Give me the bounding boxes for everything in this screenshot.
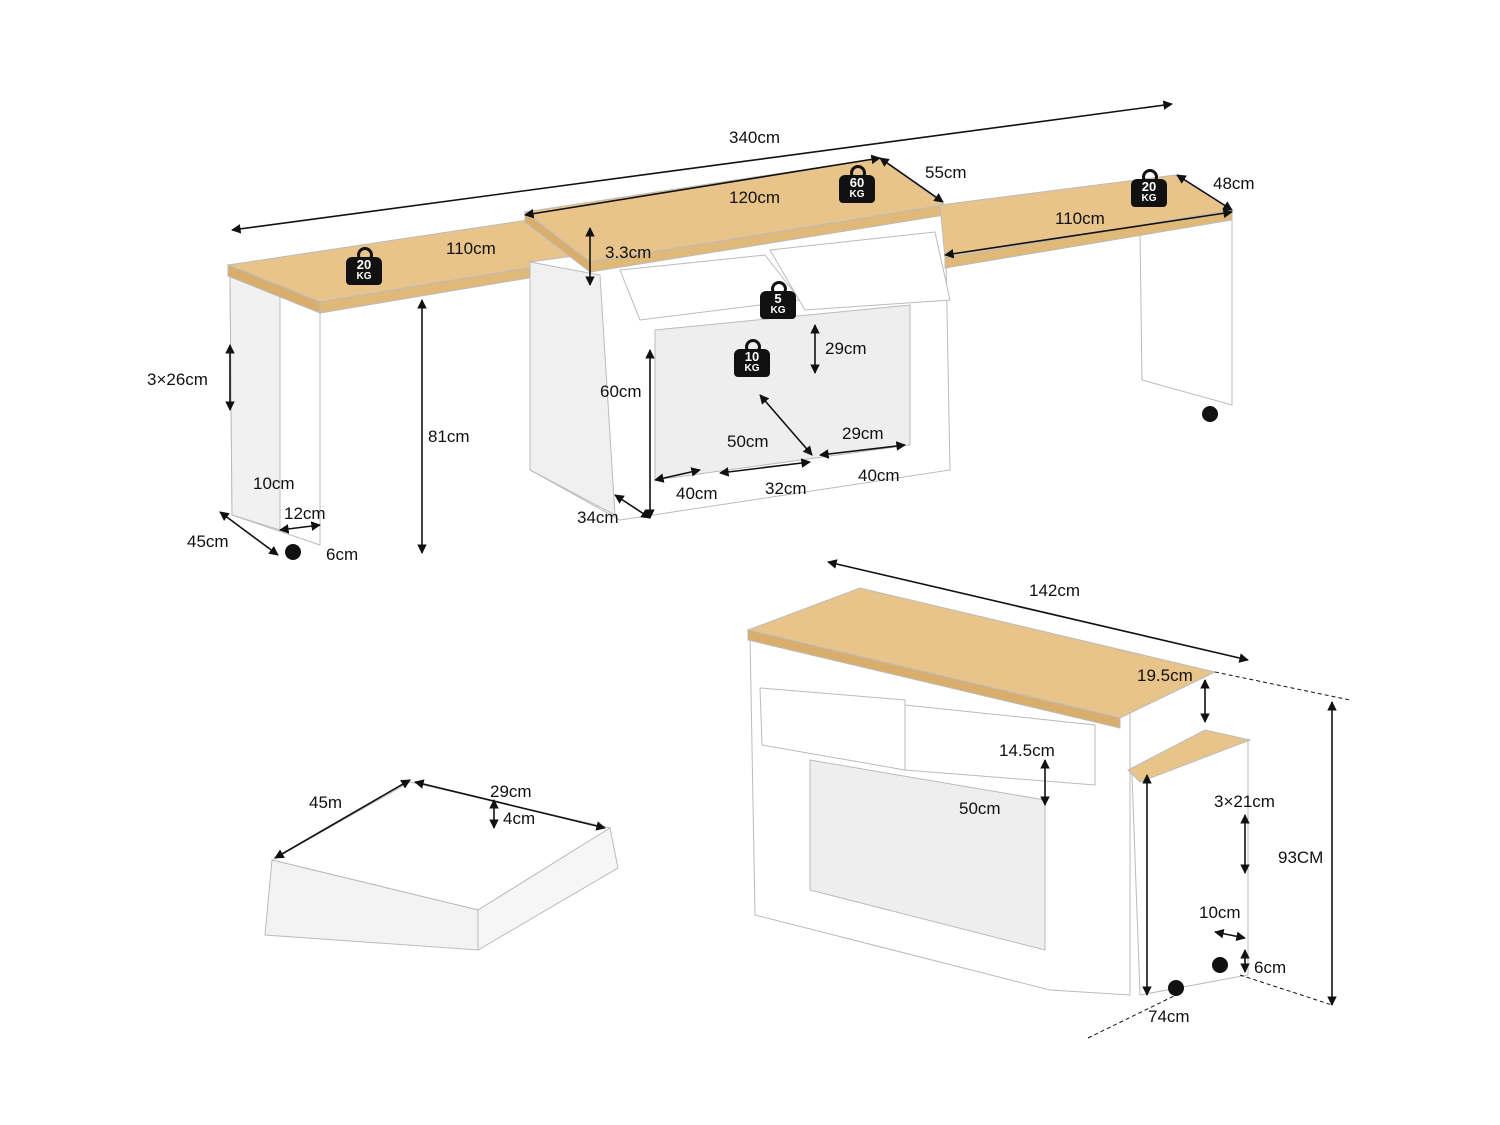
label-table-height: 81cm [428,427,470,446]
label-shelf-depth: 29cm [842,424,884,443]
label-cube-left: 40cm [676,484,718,503]
label-island-top-gap: 19.5cm [1137,666,1193,685]
label-cart-wheel: 6cm [1254,958,1287,977]
label-left-shelves: 3×26cm [147,370,208,389]
wheels [285,406,1228,996]
label-island-depth: 74cm [1148,1007,1190,1026]
right-leg-unit [1139,211,1233,406]
label-drawer-inner: 4cm [503,809,536,828]
label-shelf-height: 29cm [825,339,867,358]
label-cabinet-height: 60cm [600,382,642,401]
label-left-unit-12: 12cm [284,504,326,523]
label-center-depth: 55cm [925,163,967,182]
label-left-unit-10: 10cm [253,474,295,493]
label-right-depth: 48cm [1213,174,1255,193]
label-cart-10: 10cm [1199,903,1241,922]
label-drawer-width: 29cm [490,782,532,801]
label-island-shelf: 50cm [959,799,1001,818]
label-left-unit-depth: 45cm [187,532,229,551]
label-drawer-depth: 45m [309,793,343,812]
label-island-width: 142cm [1029,581,1081,600]
label-total-length: 340cm [729,128,781,147]
dimension-lines [219,100,1337,1006]
label-right-width: 110cm [1055,209,1105,228]
label-cart-shelves: 3×21cm [1214,792,1275,811]
label-top-thickness: 3.3cm [605,243,652,262]
label-left-width: 110cm [446,239,496,258]
label-island-height: 93CM [1278,848,1324,867]
label-drawer-height: 14.5cm [999,741,1055,760]
label-cabinet-depth: 34cm [577,508,619,527]
label-shelf-diag: 50cm [727,432,769,451]
label-left-wheel: 6cm [326,545,359,564]
label-cube-right: 40cm [858,466,900,485]
label-center-width: 120cm [729,188,781,207]
label-cube-mid: 32cm [765,479,807,498]
